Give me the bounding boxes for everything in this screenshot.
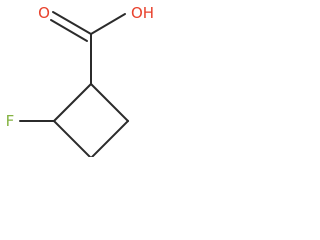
carbonyl-double-bond-a	[52, 11, 92, 35]
hydroxyl-label: OH	[131, 4, 154, 22]
ring-bond-right	[90, 83, 129, 122]
ring-bond-bottom	[90, 120, 129, 157]
ring-bond-left	[53, 120, 92, 157]
fluorine-label: F	[6, 112, 15, 130]
ring-bond-top	[53, 83, 92, 122]
hydroxyl-bond	[90, 13, 126, 35]
structure-diagram: O OH F	[6, 4, 154, 157]
carbonyl-double-bond-b	[50, 19, 88, 42]
oxygen-carbonyl-label: O	[38, 4, 50, 22]
